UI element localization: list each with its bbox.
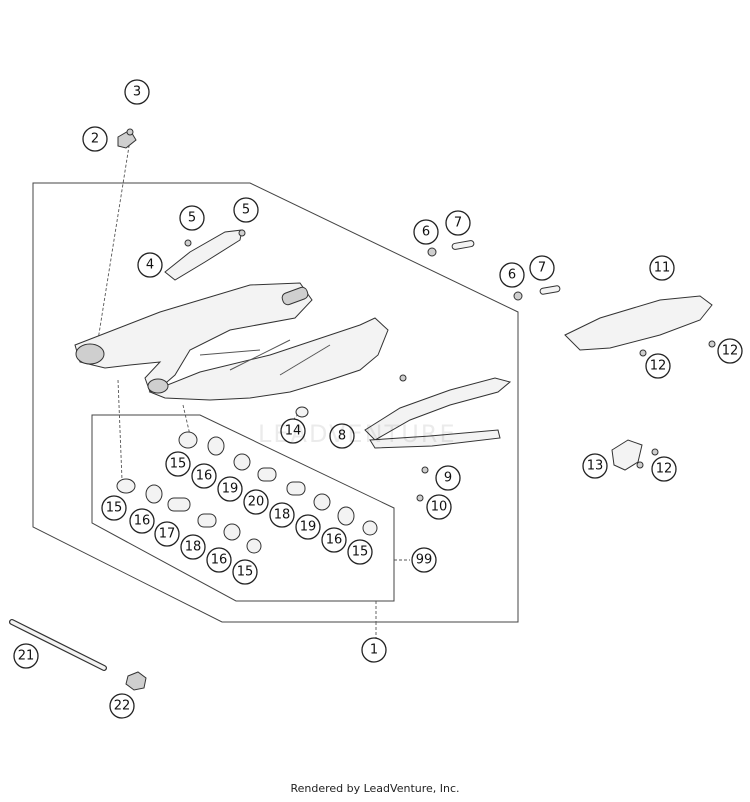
callout-5b: 5: [233, 197, 259, 223]
callout-16b: 16: [129, 508, 155, 534]
svg-text:15: 15: [106, 501, 123, 516]
callout-17: 17: [154, 521, 180, 547]
callout-3: 3: [124, 79, 150, 105]
svg-text:20: 20: [248, 495, 265, 510]
bracket-part-13: [611, 439, 643, 471]
callout-18a: 18: [180, 534, 206, 560]
svg-text:7: 7: [454, 216, 462, 231]
svg-text:10: 10: [431, 500, 448, 515]
callout-15b: 15: [101, 495, 127, 521]
chain-slider-part-8: [364, 377, 512, 441]
callout-1: 1: [361, 637, 387, 663]
pin-part-7a: [451, 240, 475, 250]
callout-16a: 16: [191, 463, 217, 489]
svg-text:14: 14: [285, 424, 302, 439]
svg-text:21: 21: [18, 649, 35, 664]
bearing-kit-frame-outline: [91, 414, 395, 602]
svg-text:16: 16: [326, 533, 343, 548]
callout-19b: 19: [295, 514, 321, 540]
svg-text:19: 19: [222, 482, 239, 497]
callout-7a: 7: [445, 210, 471, 236]
assembly-frame-outline: [32, 182, 519, 623]
callout-5a: 5: [179, 205, 205, 231]
callout-10: 10: [426, 494, 452, 520]
callout-12a: 12: [645, 353, 671, 379]
svg-text:13: 13: [587, 459, 604, 474]
callout-15c: 15: [347, 539, 373, 565]
callout-21: 21: [13, 643, 39, 669]
pin-part-7b: [539, 285, 561, 295]
callout-13: 13: [582, 453, 608, 479]
callout-14: 14: [280, 418, 306, 444]
svg-text:8: 8: [338, 429, 346, 444]
svg-text:5: 5: [188, 211, 196, 226]
callout-15d: 15: [232, 559, 258, 585]
svg-text:99: 99: [416, 553, 433, 568]
svg-text:5: 5: [242, 203, 250, 218]
callout-15a: 15: [165, 451, 191, 477]
callout-7b: 7: [529, 255, 555, 281]
callout-6a: 6: [413, 219, 439, 245]
svg-text:7: 7: [538, 261, 546, 276]
nut-part-6b: [513, 291, 523, 301]
svg-text:15: 15: [237, 565, 254, 580]
svg-text:6: 6: [422, 225, 430, 240]
callout-2: 2: [82, 126, 108, 152]
svg-text:11: 11: [654, 261, 671, 276]
bearing-kit-parts: [116, 431, 378, 554]
svg-text:16: 16: [196, 469, 213, 484]
svg-text:16: 16: [134, 514, 151, 529]
svg-text:12: 12: [656, 462, 673, 477]
svg-text:15: 15: [352, 545, 369, 560]
callout-8: 8: [329, 423, 355, 449]
svg-text:12: 12: [650, 359, 667, 374]
svg-text:4: 4: [146, 258, 154, 273]
footer-credit: Rendered by LeadVenture, Inc.: [290, 782, 460, 795]
svg-text:9: 9: [444, 471, 452, 486]
svg-text:6: 6: [508, 268, 516, 283]
watermark-text: LEADVENTURE: [258, 420, 457, 448]
callout-16d: 16: [206, 547, 232, 573]
callout-11: 11: [649, 255, 675, 281]
screw-part-3: [126, 128, 134, 136]
svg-text:3: 3: [133, 85, 141, 100]
callout-99: 99: [411, 547, 437, 573]
callout-9: 9: [435, 465, 461, 491]
callout-22: 22: [109, 693, 135, 719]
svg-text:19: 19: [300, 520, 317, 535]
swingarm-part: [74, 282, 389, 401]
callout-6b: 6: [499, 262, 525, 288]
svg-text:22: 22: [114, 699, 131, 714]
svg-text:2: 2: [91, 132, 99, 147]
callout-20: 20: [243, 489, 269, 515]
svg-text:18: 18: [185, 540, 202, 555]
callout-18b: 18: [269, 502, 295, 528]
bushing-part-14: [295, 406, 309, 418]
callout-16c: 16: [321, 527, 347, 553]
callout-12b: 12: [717, 338, 743, 364]
svg-text:16: 16: [211, 553, 228, 568]
svg-text:18: 18: [274, 508, 291, 523]
chain-guide-part-4: [164, 229, 243, 281]
callout-4: 4: [137, 252, 163, 278]
svg-text:17: 17: [159, 527, 176, 542]
callout-12c: 12: [651, 456, 677, 482]
svg-text:15: 15: [170, 457, 187, 472]
svg-text:1: 1: [370, 643, 378, 658]
svg-text:12: 12: [722, 344, 739, 359]
nut-part-22: [125, 671, 147, 691]
nut-part-6a: [427, 247, 437, 257]
chain-guard-part-11: [564, 295, 713, 351]
callout-19a: 19: [217, 476, 243, 502]
